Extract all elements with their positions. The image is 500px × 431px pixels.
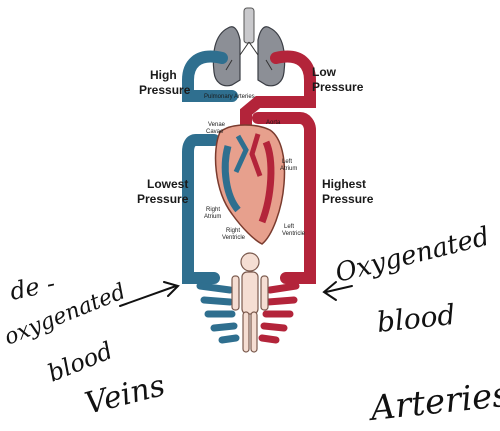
venae-cavae-label-line1: Venae: [208, 122, 226, 128]
handwritten-blood-right: blood: [375, 298, 457, 339]
handwritten-deoxy-line1: de -: [7, 269, 57, 306]
lowest-pressure-label-line1: Lowest: [147, 177, 188, 191]
handwritten-veins: Veins: [81, 368, 168, 422]
left-atrium-label-line2: Atrium: [280, 166, 297, 172]
right-ventricle-label-line1: Right: [226, 228, 240, 234]
lowest-pressure-label-line2: Pressure: [137, 192, 189, 206]
handwritten-oxygenated: Oxygenated: [332, 222, 492, 289]
lungs: [213, 8, 284, 86]
low-pressure-label-line2: Pressure: [312, 80, 364, 94]
handwritten-arteries: Arteries: [366, 375, 500, 430]
high-pressure-label-line2: Pressure: [139, 83, 191, 97]
left-atrium-label-line1: Left: [282, 159, 292, 165]
venae-cavae-label-line2: Cavae: [206, 129, 224, 135]
right-atrium-label-line2: Atrium: [204, 214, 221, 220]
highest-pressure-label-line2: Pressure: [322, 192, 374, 206]
low-pressure-label-line1: Low: [312, 65, 337, 79]
aorta-label: Aorta: [266, 120, 281, 126]
highest-pressure-label-line1: Highest: [322, 177, 366, 191]
left-ventricle-label-line2: Ventricle: [282, 231, 306, 237]
arrow-to-veins: [120, 282, 178, 306]
handwritten-deoxy-line3: blood: [44, 336, 117, 387]
heart: [216, 125, 285, 244]
right-atrium-label-line1: Right: [206, 207, 220, 213]
right-ventricle-label-line2: Ventricle: [222, 235, 246, 241]
pulmonary-arteries-label: Pulmonary Arteries: [204, 94, 255, 100]
high-pressure-label-line1: High: [150, 68, 177, 82]
left-ventricle-label-line1: Left: [284, 224, 294, 230]
